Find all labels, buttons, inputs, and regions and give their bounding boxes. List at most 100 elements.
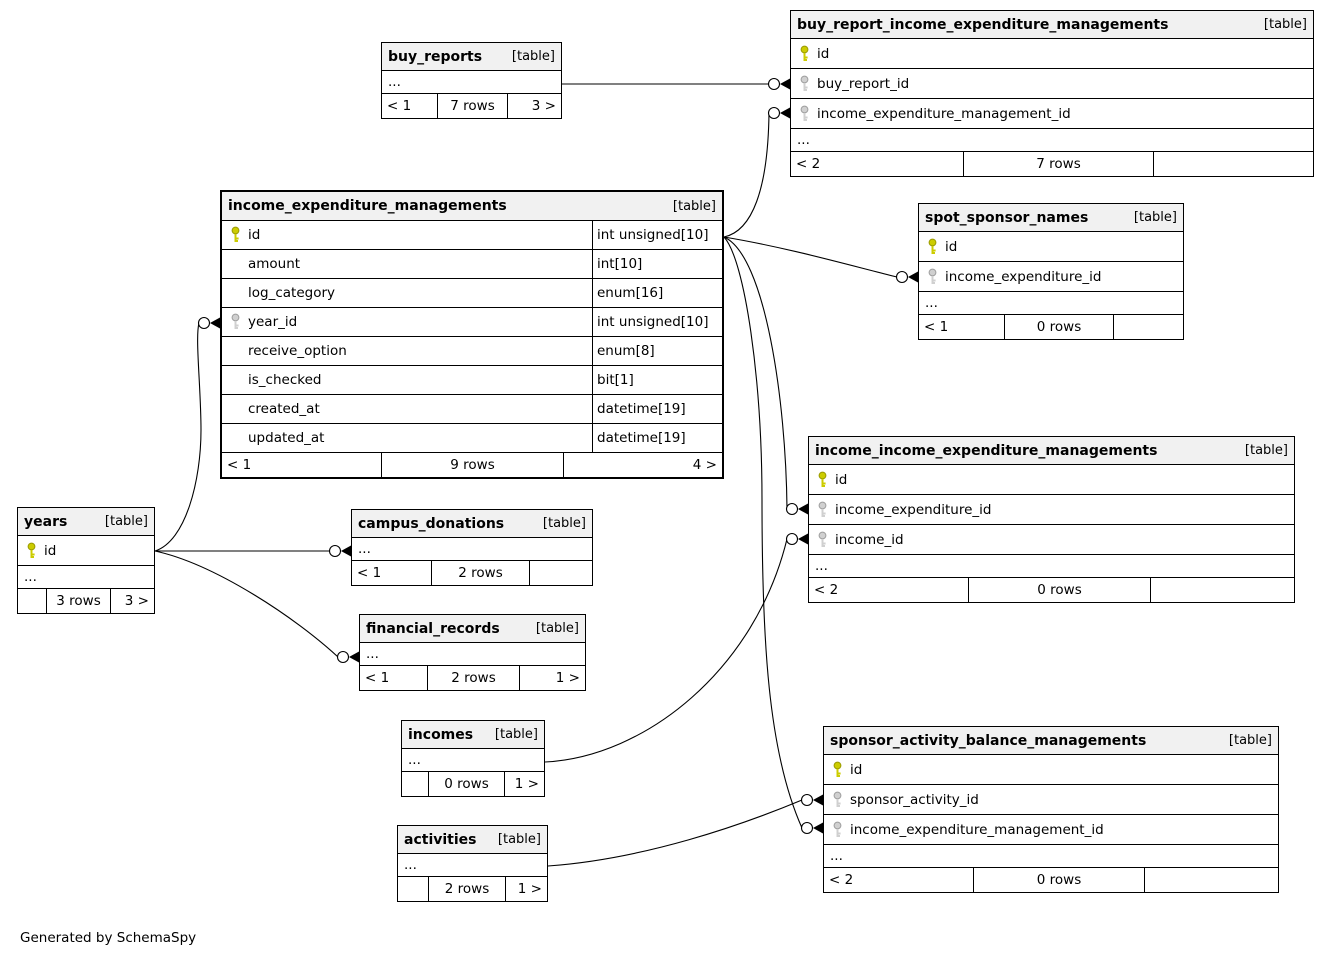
relation-years-to-income_expenditure_managements (154, 316, 220, 552)
column-name: sponsor_activity_id (850, 791, 979, 808)
parent-count: < 1 (919, 315, 1005, 339)
table-incomes[interactable]: incomes [table] ... 0 rows 1 > (401, 720, 545, 797)
key-spacer (222, 337, 248, 365)
column-name: income_expenditure_management_id (817, 105, 1071, 122)
row-count: 7 rows (964, 152, 1154, 176)
key-spacer (222, 250, 248, 278)
parent-count (402, 772, 429, 796)
column-name: id (850, 761, 863, 778)
table-tag: [table] (511, 49, 555, 64)
column-name: receive_option (248, 343, 347, 359)
table-name[interactable]: buy_report_income_expenditure_management… (797, 16, 1169, 33)
column-type: enum[16] (592, 279, 722, 307)
child-count: 1 > (514, 776, 539, 792)
column-name: is_checked (248, 372, 322, 388)
column-row: id int unsigned[10] (222, 221, 722, 250)
more-columns-row: ... (824, 845, 1278, 868)
table-header: incomes [table] (402, 721, 544, 749)
column-name: id (817, 45, 830, 62)
key-spacer (222, 279, 248, 307)
table-name[interactable]: activities (404, 831, 477, 848)
table-years[interactable]: years [table] id ... 3 rows 3 > (17, 507, 155, 614)
table-header: buy_reports [table] (382, 43, 561, 71)
column-name: id (945, 238, 958, 255)
more-columns-row: ... (360, 643, 585, 666)
row-count: 2 rows (428, 666, 520, 690)
table-spot_sponsor_names[interactable]: spot_sponsor_names [table] id income_exp… (918, 203, 1184, 340)
table-name[interactable]: income_income_expenditure_managements (815, 442, 1158, 459)
column-row: sponsor_activity_id (824, 785, 1278, 815)
foreign-key-icon (791, 69, 817, 98)
table-tag: [table] (1244, 443, 1288, 458)
table-tag: [table] (497, 832, 541, 847)
parent-count: < 1 (222, 453, 382, 477)
key-spacer (222, 366, 248, 394)
row-count: 0 rows (974, 868, 1145, 892)
table-name[interactable]: financial_records (366, 620, 500, 637)
primary-key-icon (809, 465, 835, 494)
table-name[interactable]: spot_sponsor_names (925, 209, 1089, 226)
row-count: 7 rows (438, 94, 508, 118)
relation-years-to-financial_records (154, 550, 359, 664)
column-type: int unsigned[10] (592, 308, 722, 336)
column-type: datetime[19] (592, 424, 722, 452)
table-name[interactable]: sponsor_activity_balance_managements (830, 732, 1147, 749)
table-sponsor_activity_balance_managements[interactable]: sponsor_activity_balance_managements [ta… (823, 726, 1279, 893)
table-footer: 3 rows 3 > (18, 589, 154, 613)
row-count: 2 rows (432, 561, 530, 585)
row-count: 0 rows (969, 578, 1151, 602)
table-income_income_expenditure_managements[interactable]: income_income_expenditure_managements [t… (808, 436, 1295, 603)
child-count: 1 > (555, 670, 580, 686)
table-footer: < 2 7 rows (791, 152, 1313, 176)
table-income_expenditure_managements[interactable]: income_expenditure_managements [table] i… (220, 190, 724, 479)
table-tag: [table] (1228, 733, 1272, 748)
key-spacer (222, 395, 248, 423)
table-header: income_expenditure_managements [table] (222, 192, 722, 221)
column-row: income_expenditure_management_id (791, 99, 1313, 129)
table-header: campus_donations [table] (352, 510, 592, 538)
table-buy_reports[interactable]: buy_reports [table] ... < 1 7 rows 3 > (381, 42, 562, 119)
child-count (1151, 578, 1294, 602)
column-name: id (248, 227, 261, 243)
relation-years-to-campus_donations (155, 544, 351, 558)
table-name[interactable]: income_expenditure_managements (228, 198, 507, 214)
more-columns-row: ... (398, 854, 547, 877)
column-row: updated_at datetime[19] (222, 424, 722, 453)
foreign-key-icon (791, 99, 817, 128)
table-header: years [table] (18, 508, 154, 536)
column-row: id (919, 232, 1183, 262)
column-row: amount int[10] (222, 250, 722, 279)
table-header: income_income_expenditure_managements [t… (809, 437, 1294, 465)
column-row: created_at datetime[19] (222, 395, 722, 424)
table-footer: < 2 0 rows (824, 868, 1278, 892)
column-row: is_checked bit[1] (222, 366, 722, 395)
parent-count (398, 877, 429, 901)
primary-key-icon (791, 39, 817, 68)
table-tag: [table] (672, 198, 716, 214)
parent-count: < 2 (824, 868, 974, 892)
table-name[interactable]: buy_reports (388, 48, 483, 65)
table-footer: 0 rows 1 > (402, 772, 544, 796)
table-tag: [table] (535, 621, 579, 636)
more-columns-row: ... (352, 538, 592, 561)
table-header: activities [table] (398, 826, 547, 854)
table-name[interactable]: years (24, 513, 68, 530)
parent-count: < 1 (360, 666, 428, 690)
relation-income_expenditure_managements-to-sponsor_activity_balance_managements (723, 236, 823, 835)
table-campus_donations[interactable]: campus_donations [table] ... < 1 2 rows (351, 509, 593, 586)
table-tag: [table] (1263, 17, 1307, 32)
column-name: updated_at (248, 430, 325, 446)
column-name: income_expenditure_management_id (850, 821, 1104, 838)
table-header: spot_sponsor_names [table] (919, 204, 1183, 232)
column-name: log_category (248, 285, 335, 301)
table-financial_records[interactable]: financial_records [table] ... < 1 2 rows… (359, 614, 586, 691)
more-columns-row: ... (919, 292, 1183, 315)
table-activities[interactable]: activities [table] ... 2 rows 1 > (397, 825, 548, 902)
table-buy_report_income_expenditure_managements[interactable]: buy_report_income_expenditure_management… (790, 10, 1314, 177)
foreign-key-icon (919, 262, 945, 291)
table-tag: [table] (494, 727, 538, 742)
table-name[interactable]: campus_donations (358, 515, 505, 532)
table-name[interactable]: incomes (408, 726, 474, 743)
